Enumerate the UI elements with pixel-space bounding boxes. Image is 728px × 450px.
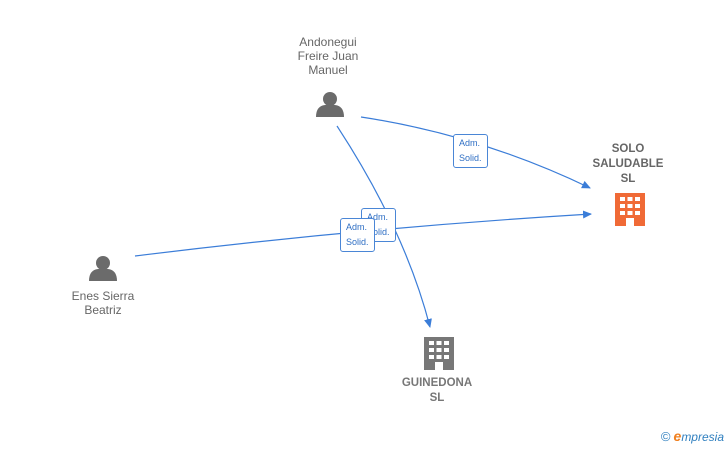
empresia-brand[interactable]: © empresia [661,428,724,444]
person-icon[interactable] [89,256,117,281]
edge-label-andonegui-solo[interactable]: Adm. Solid. [453,134,488,168]
node-label-guinedona[interactable]: GUINEDONA SL [401,377,473,404]
node-label-enes[interactable]: Enes Sierra Beatriz [71,289,135,317]
node-label-andonegui[interactable]: Andonegui Freire Juan Manuel [297,35,359,77]
building-icon[interactable] [615,193,645,226]
person-icon[interactable] [316,92,344,117]
node-label-solo-saludable[interactable]: SOLO SALUDABLE SL [592,143,664,185]
copyright-icon: © [660,428,671,444]
edge-label-enes-solo[interactable]: Adm. Solid. [340,218,375,252]
brand-logo: empresia [673,428,724,444]
building-icon[interactable] [424,337,454,370]
